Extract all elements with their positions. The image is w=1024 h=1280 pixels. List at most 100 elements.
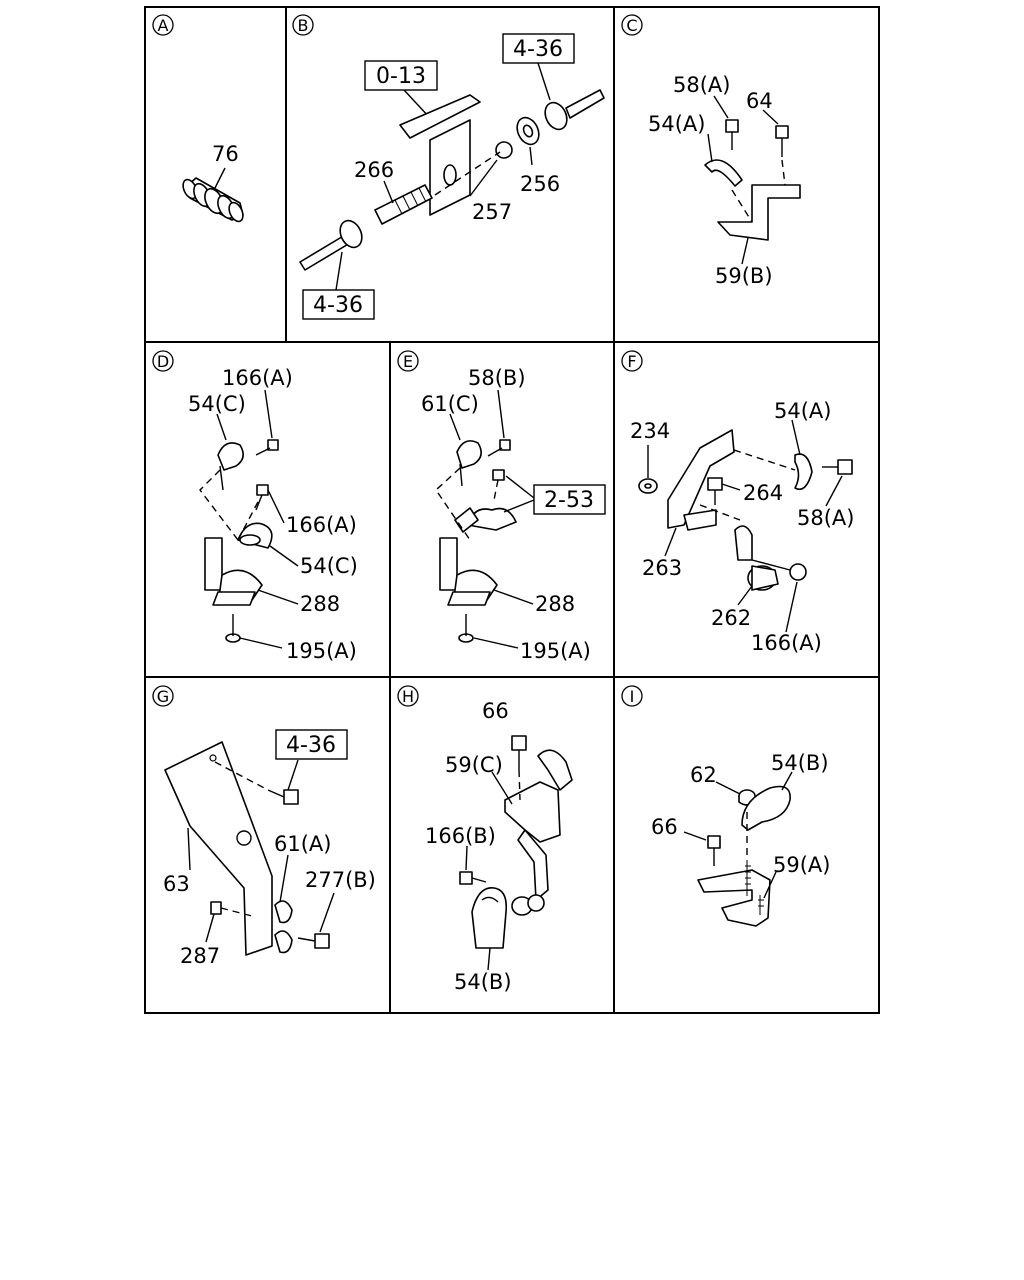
panel-h: H 66 59(C) 166(B) 54(B) bbox=[397, 685, 573, 994]
bolt-166b bbox=[459, 871, 487, 885]
label-64: 64 bbox=[746, 89, 773, 113]
label-61a: 61(A) bbox=[274, 832, 331, 856]
clamp-288 bbox=[204, 537, 263, 606]
bolt-58a-f bbox=[822, 459, 853, 475]
label-263: 263 bbox=[642, 556, 682, 580]
svg-text:D: D bbox=[157, 352, 169, 371]
bracket-63 bbox=[164, 741, 273, 956]
label-59a: 59(A) bbox=[773, 853, 830, 877]
label-61c: 61(C) bbox=[421, 392, 479, 416]
clamp-54b-i bbox=[741, 785, 791, 831]
clip-61a bbox=[274, 900, 293, 954]
label-66-h: 66 bbox=[482, 699, 509, 723]
label-256: 256 bbox=[520, 172, 560, 196]
pipe-lower bbox=[299, 219, 363, 271]
label-54b-h: 54(B) bbox=[454, 970, 512, 994]
label-54b-i: 54(B) bbox=[771, 751, 829, 775]
label-287: 287 bbox=[180, 944, 220, 968]
label-166a-f: 166(A) bbox=[751, 631, 822, 655]
bolt-2-53 bbox=[492, 469, 505, 501]
label-63: 63 bbox=[163, 872, 190, 896]
panel-tag-i: I bbox=[621, 685, 643, 707]
clamp-61c bbox=[456, 440, 482, 487]
panel-tag-f: F bbox=[621, 350, 643, 372]
bolt-4-36-g bbox=[267, 789, 299, 805]
label-58a-f: 58(A) bbox=[797, 506, 854, 530]
clamp-288-e bbox=[439, 537, 498, 606]
clamp-54c-mid bbox=[237, 522, 273, 549]
bolt-66-i bbox=[707, 835, 721, 866]
bracket-59a bbox=[697, 860, 771, 927]
part-257-ring bbox=[495, 141, 513, 159]
panel-tag-c: C bbox=[621, 14, 643, 36]
clip-54a-f bbox=[794, 453, 813, 491]
label-266: 266 bbox=[354, 158, 394, 182]
part-266-fitting bbox=[374, 184, 433, 225]
ref-box-4-36-g: 4-36 bbox=[275, 729, 348, 760]
label-54a-f: 54(A) bbox=[774, 399, 831, 423]
panel-tag-e: E bbox=[397, 350, 419, 372]
label-62: 62 bbox=[690, 763, 717, 787]
bracket-59c bbox=[504, 749, 573, 901]
label-257: 257 bbox=[472, 200, 512, 224]
ref-box-4-36-bottom: 4-36 bbox=[302, 289, 375, 320]
label-195a: 195(A) bbox=[286, 639, 357, 663]
label-262: 262 bbox=[711, 606, 751, 630]
panel-tag-g: G bbox=[152, 685, 174, 707]
panel-b: B 0-13 4-36 4-36 bbox=[292, 14, 605, 320]
label-54a: 54(A) bbox=[648, 112, 705, 136]
bolt-66-h bbox=[511, 735, 527, 770]
label-54c-mid: 54(C) bbox=[300, 554, 358, 578]
panel-tag-h: H bbox=[397, 685, 419, 707]
label-76: 76 bbox=[212, 142, 239, 166]
svg-text:F: F bbox=[627, 352, 636, 371]
bolt-166a-mid bbox=[255, 484, 269, 511]
label-59c: 59(C) bbox=[445, 753, 503, 777]
label-66-i: 66 bbox=[651, 815, 678, 839]
svg-text:I: I bbox=[630, 687, 635, 706]
label-277b: 277(B) bbox=[305, 868, 376, 892]
nut-234 bbox=[638, 478, 658, 494]
bolt-58a bbox=[725, 119, 739, 150]
label-166a-top: 166(A) bbox=[222, 366, 293, 390]
panel-d: D 166 bbox=[152, 350, 358, 663]
label-166b: 166(B) bbox=[425, 824, 496, 848]
panel-tag-d: D bbox=[152, 350, 174, 372]
svg-text:B: B bbox=[298, 16, 309, 35]
bracket-59b bbox=[717, 184, 801, 241]
label-58a: 58(A) bbox=[673, 73, 730, 97]
clamp-54c-top bbox=[217, 442, 244, 491]
ref-box-0-13: 0-13 bbox=[364, 60, 438, 91]
panel-i: I 62 54(B) 66 59(A) bbox=[621, 685, 830, 927]
label-54c-top: 54(C) bbox=[188, 392, 246, 416]
svg-text:4-36: 4-36 bbox=[286, 733, 336, 758]
svg-text:E: E bbox=[403, 352, 413, 371]
clip-54a bbox=[704, 159, 743, 187]
svg-text:G: G bbox=[157, 687, 169, 706]
pipe-upper bbox=[544, 89, 605, 131]
clamp-262 bbox=[734, 525, 779, 591]
label-234: 234 bbox=[630, 419, 670, 443]
label-59b: 59(B) bbox=[715, 264, 773, 288]
panel-f: F bbox=[621, 350, 854, 655]
panel-a: A 76 bbox=[152, 14, 244, 223]
label-58b: 58(B) bbox=[468, 366, 526, 390]
screw-195a bbox=[225, 614, 241, 643]
part-256-nut bbox=[516, 116, 540, 146]
panel-tag-a: A bbox=[152, 14, 174, 36]
ref-box-4-36-top: 4-36 bbox=[502, 33, 575, 64]
svg-text:A: A bbox=[158, 16, 169, 35]
bolt-166a-f bbox=[751, 559, 807, 581]
bracket-263 bbox=[667, 429, 735, 531]
ref-box-2-53: 2-53 bbox=[533, 484, 606, 515]
label-264: 264 bbox=[743, 481, 783, 505]
svg-text:4-36: 4-36 bbox=[313, 293, 363, 318]
panel-tag-b: B bbox=[292, 14, 314, 36]
label-288: 288 bbox=[300, 592, 340, 616]
label-288-e: 288 bbox=[535, 592, 575, 616]
bolt-277b bbox=[297, 933, 330, 949]
svg-text:C: C bbox=[626, 16, 637, 35]
nut-287 bbox=[210, 901, 222, 915]
svg-text:4-36: 4-36 bbox=[513, 37, 563, 62]
